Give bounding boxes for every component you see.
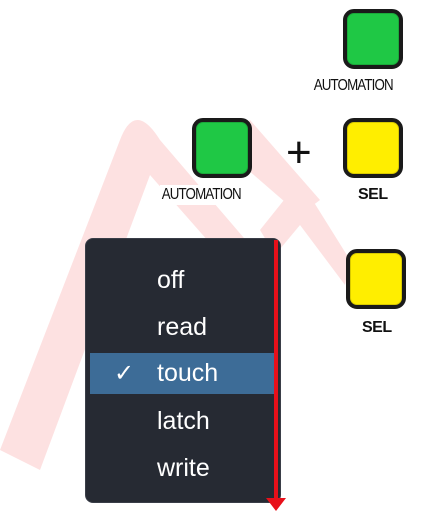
menu-item-read[interactable]: read <box>90 307 276 348</box>
automation-key-combo-label: AUTOMATION <box>160 185 243 205</box>
menu-item-latch[interactable]: latch <box>90 401 276 442</box>
sel-key-combo[interactable] <box>343 118 403 178</box>
menu-item-write-label: write <box>157 454 210 482</box>
plus-sign: + <box>286 128 312 177</box>
menu-item-read-label: read <box>157 313 208 341</box>
automation-key-combo[interactable] <box>192 118 252 178</box>
menu-item-off[interactable]: off <box>90 260 276 301</box>
sel-key-side-label: SEL <box>360 318 394 338</box>
sel-key-combo-label: SEL <box>356 185 390 205</box>
automation-key-top[interactable] <box>343 9 403 69</box>
down-arrow-line <box>274 240 278 502</box>
automation-mode-menu: off read ✓ touch latch write <box>85 238 281 503</box>
menu-item-latch-label: latch <box>157 407 210 435</box>
menu-item-write[interactable]: write <box>90 448 276 489</box>
sel-key-side[interactable] <box>346 249 406 309</box>
menu-item-touch-label: touch <box>157 359 219 387</box>
menu-item-off-label: off <box>157 266 185 294</box>
down-arrow-icon <box>266 498 286 511</box>
menu-item-touch[interactable]: ✓ touch <box>90 353 276 394</box>
automation-key-top-label: AUTOMATION <box>312 76 395 96</box>
checkmark-icon: ✓ <box>114 359 135 387</box>
